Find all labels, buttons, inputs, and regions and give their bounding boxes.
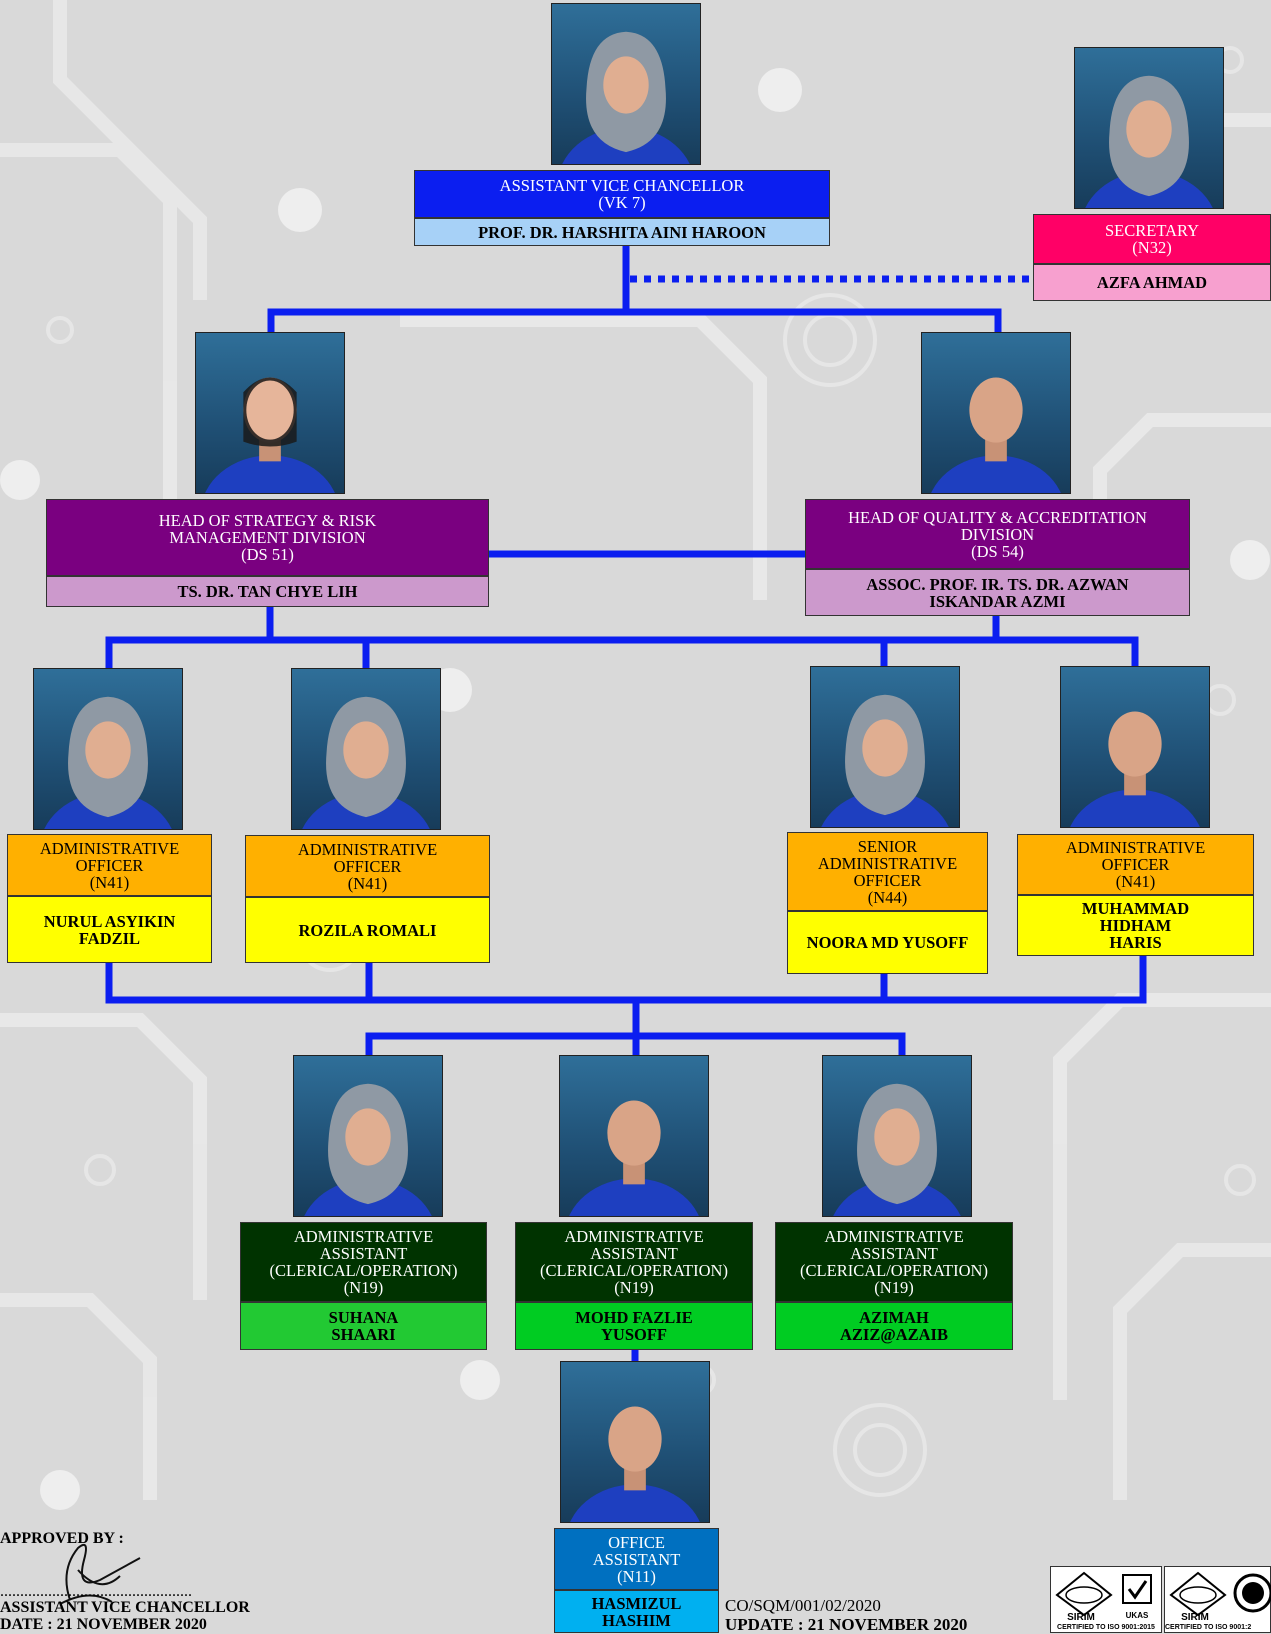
role-title: ADMINISTRATIVE OFFICER (N41) <box>245 835 490 897</box>
ukas-label: UKAS <box>1125 1611 1149 1620</box>
person-name: SUHANA SHAARI <box>240 1302 487 1350</box>
approval-date: DATE : 21 NOVEMBER 2020 <box>0 1616 207 1633</box>
portrait-photo <box>810 666 960 828</box>
sirim-quality-logo <box>1055 1571 1113 1617</box>
person-name: HASMIZUL HASHIM <box>554 1590 719 1633</box>
signer-title: ASSISTANT VICE CHANCELLOR <box>0 1599 250 1616</box>
role-title: ADMINISTRATIVE ASSISTANT (CLERICAL/OPERA… <box>240 1222 487 1302</box>
signature <box>59 1544 141 1605</box>
person-name: PROF. DR. HARSHITA AINI HAROON <box>414 218 830 246</box>
person-name: NOORA MD YUSOFF <box>787 911 988 974</box>
role-title: HEAD OF QUALITY & ACCREDITATION DIVISION… <box>805 499 1190 569</box>
person-name: TS. DR. TAN CHYE LIH <box>46 576 489 607</box>
signature-dots: ........................................… <box>0 1583 192 1600</box>
portrait-photo <box>293 1055 443 1217</box>
approved-by-label: APPROVED BY : <box>0 1530 124 1547</box>
person-name: NURUL ASYIKIN FADZIL <box>7 896 212 963</box>
role-title: ADMINISTRATIVE ASSISTANT (CLERICAL/OPERA… <box>515 1222 753 1302</box>
portrait-photo <box>1060 666 1210 828</box>
role-title: ASSISTANT VICE CHANCELLOR (VK 7) <box>414 170 830 218</box>
portrait-photo <box>559 1055 709 1217</box>
ukas-logo <box>1122 1574 1152 1604</box>
iqnet-logo <box>1233 1573 1271 1613</box>
portrait-photo <box>560 1361 710 1523</box>
cert-caption-1: CERTIFIED TO ISO 9001:2015 <box>1057 1624 1155 1631</box>
role-title: OFFICE ASSISTANT (N11) <box>554 1528 719 1590</box>
role-title: ADMINISTRATIVE ASSISTANT (CLERICAL/OPERA… <box>775 1222 1013 1302</box>
role-title: SENIOR ADMINISTRATIVE OFFICER (N44) <box>787 832 988 911</box>
portrait-photo <box>822 1055 972 1217</box>
sirim-label: SIRIM <box>1181 1612 1209 1623</box>
role-title: ADMINISTRATIVE OFFICER (N41) <box>7 834 212 896</box>
sirim-label: SIRIM <box>1067 1612 1095 1623</box>
iso-cert-badge-1: SIRIM UKAS CERTIFIED TO ISO 9001:2015 <box>1050 1566 1162 1633</box>
update-date: UPDATE : 21 NOVEMBER 2020 <box>725 1615 968 1634</box>
person-name: MOHD FAZLIE YUSOFF <box>515 1302 753 1350</box>
document-code: CO/SQM/001/02/2020 <box>725 1596 881 1615</box>
role-title: HEAD OF STRATEGY & RISK MANAGEMENT DIVIS… <box>46 499 489 576</box>
person-name: ASSOC. PROF. IR. TS. DR. AZWAN ISKANDAR … <box>805 569 1190 616</box>
person-name: AZFA AHMAD <box>1033 264 1271 301</box>
cert-caption-2: CERTIFIED TO ISO 9001:2 <box>1165 1624 1252 1631</box>
role-title: ADMINISTRATIVE OFFICER (N41) <box>1017 834 1254 895</box>
iso-cert-badge-2: SIRIM CERTIFIED TO ISO 9001:2 <box>1164 1566 1271 1633</box>
portrait-photo <box>291 668 441 830</box>
portrait-photo <box>551 3 701 165</box>
person-name: AZIMAH AZIZ@AZAIB <box>775 1302 1013 1350</box>
role-title: SECRETARY (N32) <box>1033 214 1271 264</box>
portrait-photo <box>195 332 345 494</box>
portrait-photo <box>1074 47 1224 209</box>
portrait-photo <box>33 668 183 830</box>
sirim-quality-logo <box>1169 1571 1227 1617</box>
person-name: MUHAMMAD HIDHAM HARIS <box>1017 895 1254 956</box>
person-name: ROZILA ROMALI <box>245 897 490 963</box>
portrait-photo <box>921 332 1071 494</box>
